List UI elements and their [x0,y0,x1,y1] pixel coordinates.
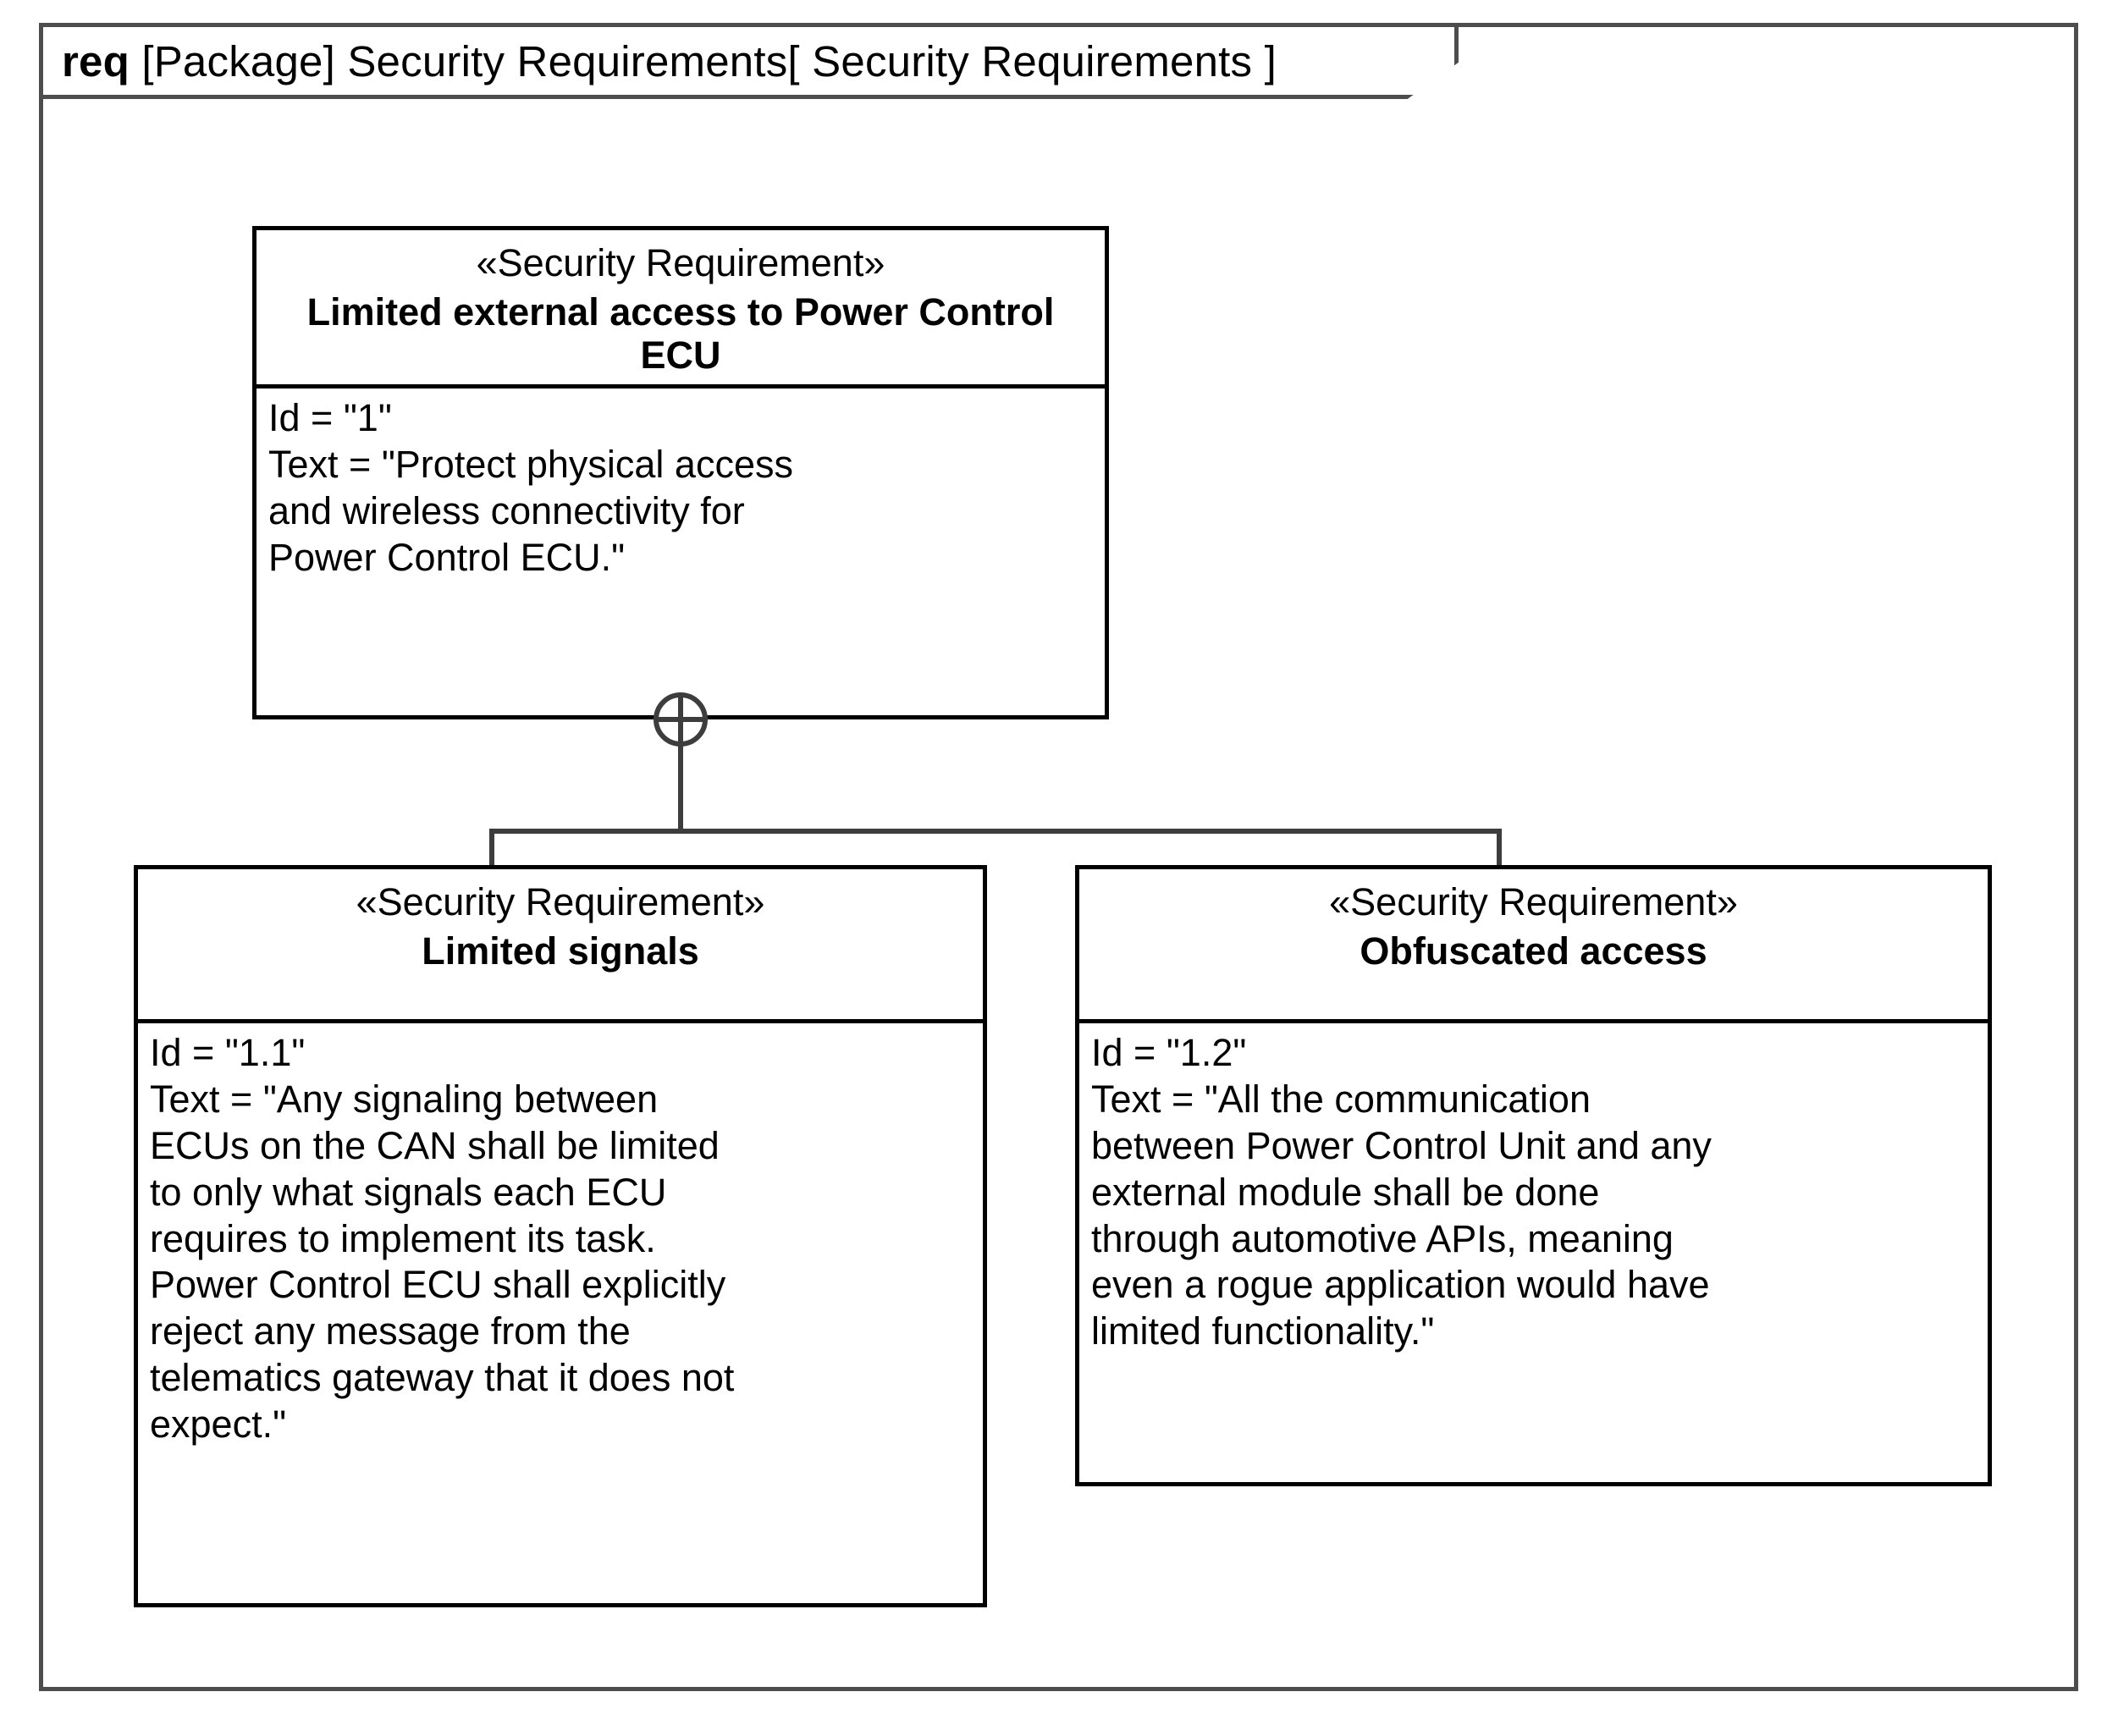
requirement-title: Limited signals [422,929,699,973]
requirement-header-child-2: «Security Requirement» Obfuscated access [1079,869,1988,1023]
requirement-title: Obfuscated access [1360,929,1707,973]
connector-branch-left [489,829,494,868]
diagram-frame-header: req [Package] Security Requirements[ Sec… [39,23,1459,99]
connector-trunk [678,718,683,834]
requirement-block-parent[interactable]: «Security Requirement» Limited external … [252,226,1109,719]
requirement-properties-child-2: Id = "1.2" Text = "All the communication… [1091,1031,1712,1353]
diagram-frame-type: [Package] [141,36,335,85]
requirement-block-child-2[interactable]: «Security Requirement» Obfuscated access… [1075,865,1992,1486]
connector-bus [489,829,1502,834]
requirement-header-parent: «Security Requirement» Limited external … [256,230,1105,389]
diagram-frame-header-label: req [Package] Security Requirements[ Sec… [43,40,1277,83]
requirement-properties-child-1: Id = "1.1" Text = "Any signaling between… [150,1031,735,1447]
diagram-frame-name: Security Requirements [347,36,788,85]
connector-branch-right [1497,829,1502,868]
diagram-kind-keyword: req [62,36,130,85]
stereotype-label: «Security Requirement» [476,241,885,284]
stereotype-label: «Security Requirement» [1329,880,1738,923]
requirement-block-child-1[interactable]: «Security Requirement» Limited signals I… [134,865,987,1607]
requirement-header-child-1: «Security Requirement» Limited signals [138,869,983,1023]
requirement-properties-parent: Id = "1" Text = "Protect physical access… [268,396,793,579]
requirement-title: Limited external access to Power Control… [306,290,1055,377]
diagram-frame-diagram-name: [ Security Requirements ] [787,36,1277,85]
stereotype-label: «Security Requirement» [356,880,765,923]
